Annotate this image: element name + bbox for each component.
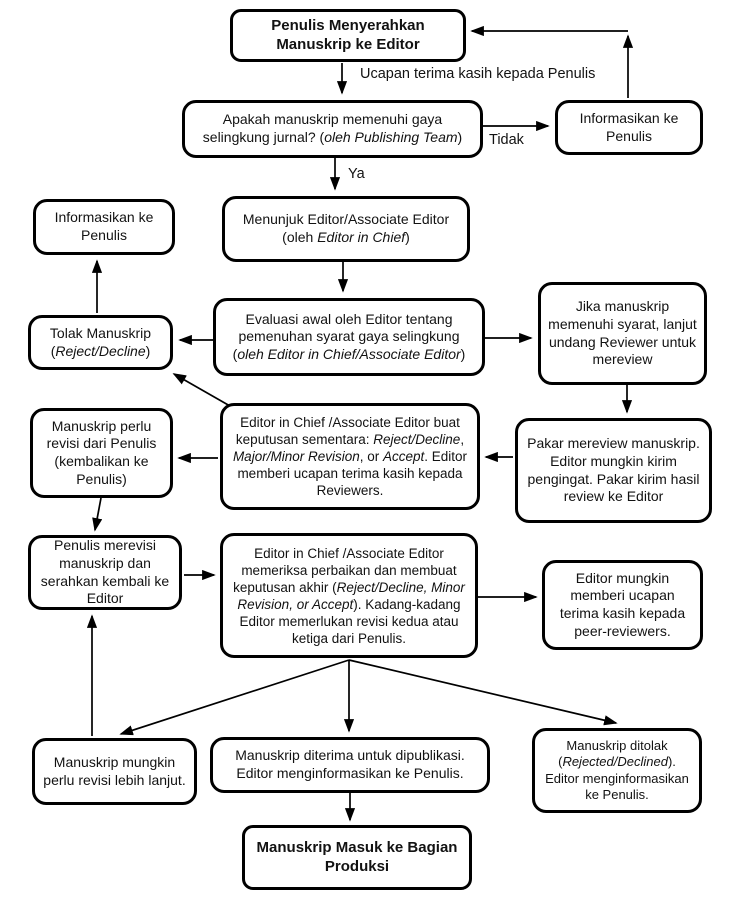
node-inform-author-left: Informasikan ke Penulis (33, 199, 175, 255)
node-thanks-reviewers: Editor mungkin memberi ucapan terima kas… (542, 560, 703, 650)
node-initial-evaluation: Evaluasi awal oleh Editor tentang pemenu… (213, 298, 485, 376)
arrow-interim-to-reject (172, 373, 231, 407)
edge-label-no: Tidak (489, 132, 524, 148)
arrow-final-to-further-revision (119, 659, 350, 736)
edge-label-yes: Ya (348, 166, 365, 182)
node-assign-editor: Menunjuk Editor/Associate Editor (oleh E… (222, 196, 470, 262)
node-style-check: Apakah manuskrip memenuhi gaya selingkun… (182, 100, 483, 158)
node-expert-review: Pakar mereview manuskrip. Editor mungkin… (515, 418, 712, 523)
node-accepted: Manuskrip diterima untuk dipublikasi. Ed… (210, 737, 490, 793)
node-final-decision: Editor in Chief /Associate Editor memeri… (220, 533, 478, 658)
node-submit-manuscript: Penulis Menyerahkan Manuskrip ke Editor (230, 9, 466, 62)
node-further-revision: Manuskrip mungkin perlu revisi lebih lan… (32, 738, 197, 805)
node-interim-decision: Editor in Chief /Associate Editor buat k… (220, 403, 480, 510)
node-rejected-final: Manuskrip ditolak (Rejected/Declined). E… (532, 728, 702, 813)
edge-label-thanks-author: Ucapan terima kasih kepada Penulis (360, 66, 596, 82)
arrow-final-to-rejected (348, 659, 618, 726)
node-reject-manuscript: Tolak Manuskrip (Reject/Decline) (28, 315, 173, 370)
node-invite-reviewer: Jika manuskrip memenuhi syarat, lanjut u… (538, 282, 707, 385)
node-production: Manuskrip Masuk ke Bagian Produksi (242, 825, 472, 890)
node-author-revise: Penulis merevisi manuskrip dan serahkan … (28, 535, 182, 610)
node-inform-author-top: Informasikan ke Penulis (555, 100, 703, 155)
arrow-needs-revision-to-author-revise (92, 497, 103, 532)
node-needs-revision: Manuskrip perlu revisi dari Penulis (kem… (30, 408, 173, 498)
